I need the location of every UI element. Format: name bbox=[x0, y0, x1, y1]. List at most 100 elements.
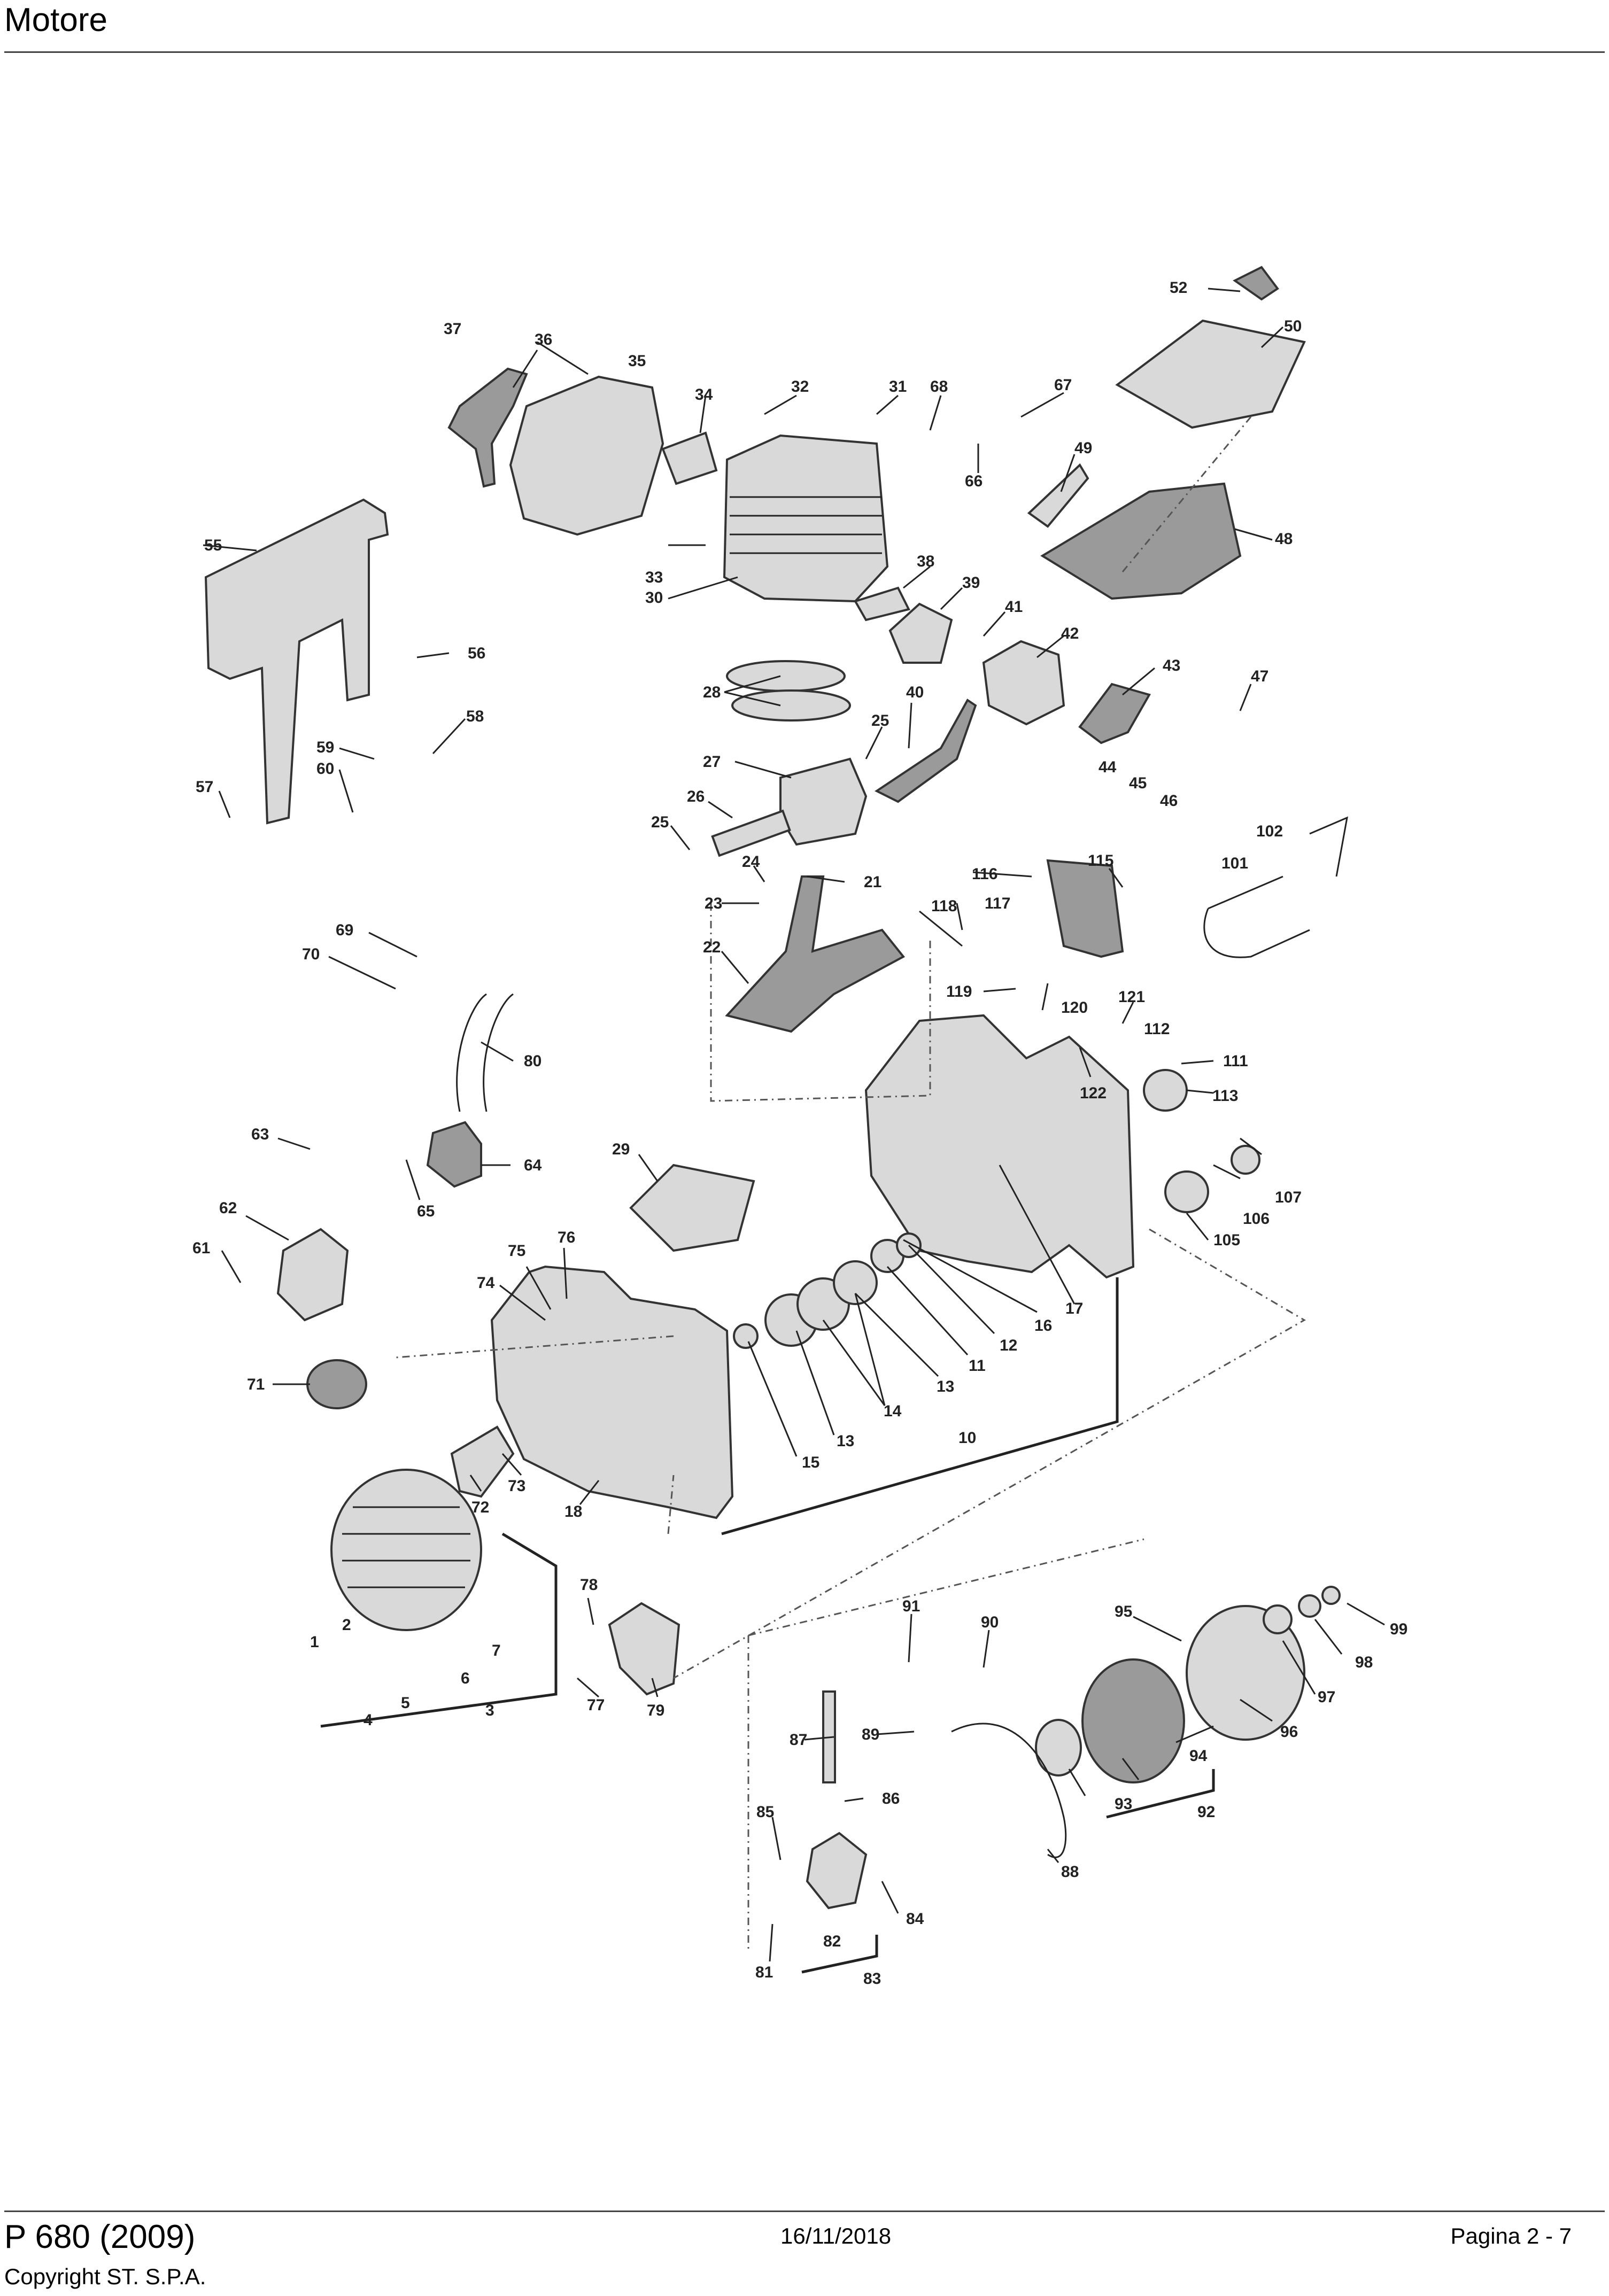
callout-97: 97 bbox=[1318, 1688, 1335, 1706]
callout-59: 59 bbox=[316, 739, 334, 756]
callout-65: 65 bbox=[417, 1203, 435, 1220]
callout-94: 94 bbox=[1189, 1747, 1208, 1765]
callout-83: 83 bbox=[863, 1970, 881, 1988]
callout-111: 111 bbox=[1223, 1052, 1248, 1070]
callout-93: 93 bbox=[1115, 1795, 1132, 1813]
callout-119: 119 bbox=[946, 983, 972, 1000]
callout-116: 116 bbox=[972, 865, 997, 883]
callout-43: 43 bbox=[1163, 657, 1180, 674]
callout-38: 38 bbox=[917, 553, 934, 570]
washer bbox=[1298, 1594, 1321, 1618]
oil-pump-body bbox=[608, 1602, 680, 1696]
intake-gasket bbox=[854, 586, 910, 622]
throttle-linkage bbox=[1078, 682, 1151, 744]
callout-115: 115 bbox=[1088, 852, 1113, 870]
clutch-drum bbox=[1186, 1605, 1305, 1741]
callout-74: 74 bbox=[477, 1274, 495, 1292]
callout-73: 73 bbox=[508, 1477, 525, 1495]
model-name: P 680 (2009) bbox=[4, 2219, 196, 2255]
callout-29: 29 bbox=[612, 1141, 630, 1158]
carb-bracket bbox=[875, 699, 977, 803]
callout-24: 24 bbox=[742, 853, 760, 871]
copyright: Copyright ST. S.P.A. bbox=[4, 2264, 206, 2289]
fuel-hose bbox=[456, 993, 514, 1112]
callout-37: 37 bbox=[444, 320, 461, 338]
callout-78: 78 bbox=[580, 1576, 598, 1594]
callout-57: 57 bbox=[196, 778, 213, 796]
page-title: Motore bbox=[4, 2, 107, 38]
callout-82: 82 bbox=[823, 1933, 841, 1950]
callout-26: 26 bbox=[687, 788, 705, 805]
callout-113: 113 bbox=[1212, 1087, 1238, 1105]
callout-75: 75 bbox=[508, 1242, 525, 1260]
clutch-washer bbox=[1035, 1719, 1082, 1777]
callout-27: 27 bbox=[703, 753, 721, 771]
callout-61: 61 bbox=[192, 1239, 210, 1257]
callout-11: 11 bbox=[969, 1357, 986, 1375]
callout-44: 44 bbox=[1099, 758, 1117, 776]
callout-16: 16 bbox=[1034, 1317, 1052, 1335]
intake-manifold bbox=[888, 602, 953, 664]
callout-31: 31 bbox=[889, 378, 907, 395]
callout-84: 84 bbox=[906, 1910, 924, 1928]
callout-96: 96 bbox=[1280, 1723, 1298, 1741]
callout-101: 101 bbox=[1221, 855, 1248, 872]
callout-49: 49 bbox=[1074, 439, 1092, 457]
carburettor-cover bbox=[1040, 482, 1242, 600]
callout-1: 1 bbox=[310, 1633, 319, 1651]
callout-17: 17 bbox=[1065, 1300, 1083, 1317]
callout-4: 4 bbox=[363, 1711, 373, 1729]
fuel-cap bbox=[306, 1359, 367, 1409]
crankshaft bbox=[725, 875, 906, 1033]
callout-40: 40 bbox=[906, 684, 924, 701]
chain-brake-handle bbox=[204, 498, 389, 825]
callout-34: 34 bbox=[695, 386, 713, 404]
callout-66: 66 bbox=[965, 472, 983, 490]
callout-55: 55 bbox=[204, 537, 222, 554]
callout-33: 33 bbox=[645, 569, 663, 586]
callout-41: 41 bbox=[1005, 598, 1023, 616]
callout-36: 36 bbox=[535, 331, 552, 348]
callout-5: 5 bbox=[401, 1694, 410, 1712]
hose-hook bbox=[1309, 816, 1348, 877]
callout-2: 2 bbox=[342, 1616, 351, 1634]
callout-13: 13 bbox=[937, 1378, 954, 1395]
seal bbox=[733, 1323, 759, 1349]
callout-107: 107 bbox=[1275, 1189, 1302, 1206]
clutch-shoes bbox=[1081, 1658, 1185, 1783]
callout-89: 89 bbox=[862, 1726, 879, 1743]
footer-divider bbox=[4, 2210, 1605, 2212]
carburettor bbox=[982, 640, 1065, 726]
cylinder bbox=[723, 434, 889, 603]
callout-62: 62 bbox=[219, 1199, 237, 1217]
callout-122: 122 bbox=[1080, 1084, 1107, 1102]
callout-68: 68 bbox=[930, 378, 948, 395]
crankcase-gasket bbox=[629, 1163, 755, 1252]
callout-63: 63 bbox=[251, 1126, 269, 1143]
callout-39: 39 bbox=[962, 574, 980, 592]
header-divider bbox=[4, 51, 1605, 53]
callout-10: 10 bbox=[958, 1429, 976, 1447]
buffer bbox=[1164, 1170, 1209, 1213]
flywheel bbox=[330, 1469, 482, 1631]
callout-120: 120 bbox=[1061, 999, 1088, 1017]
callout-91: 91 bbox=[902, 1597, 920, 1615]
side-plate bbox=[1046, 859, 1124, 958]
callout-77: 77 bbox=[587, 1696, 605, 1714]
muffler-gasket bbox=[661, 431, 718, 485]
callout-58: 58 bbox=[466, 708, 484, 725]
callout-15: 15 bbox=[802, 1454, 819, 1471]
callout-6: 6 bbox=[461, 1670, 470, 1687]
callout-67: 67 bbox=[1054, 376, 1072, 394]
callout-3: 3 bbox=[485, 1702, 494, 1719]
callout-118: 118 bbox=[931, 897, 957, 915]
callout-42: 42 bbox=[1061, 625, 1079, 642]
callout-86: 86 bbox=[882, 1790, 900, 1808]
callout-99: 99 bbox=[1390, 1620, 1407, 1638]
callout-88: 88 bbox=[1061, 1863, 1079, 1881]
callout-23: 23 bbox=[705, 895, 722, 912]
callout-117: 117 bbox=[985, 895, 1010, 912]
cylinder-fins bbox=[730, 496, 882, 554]
callout-28: 28 bbox=[703, 684, 721, 701]
callout-12: 12 bbox=[1000, 1337, 1017, 1354]
